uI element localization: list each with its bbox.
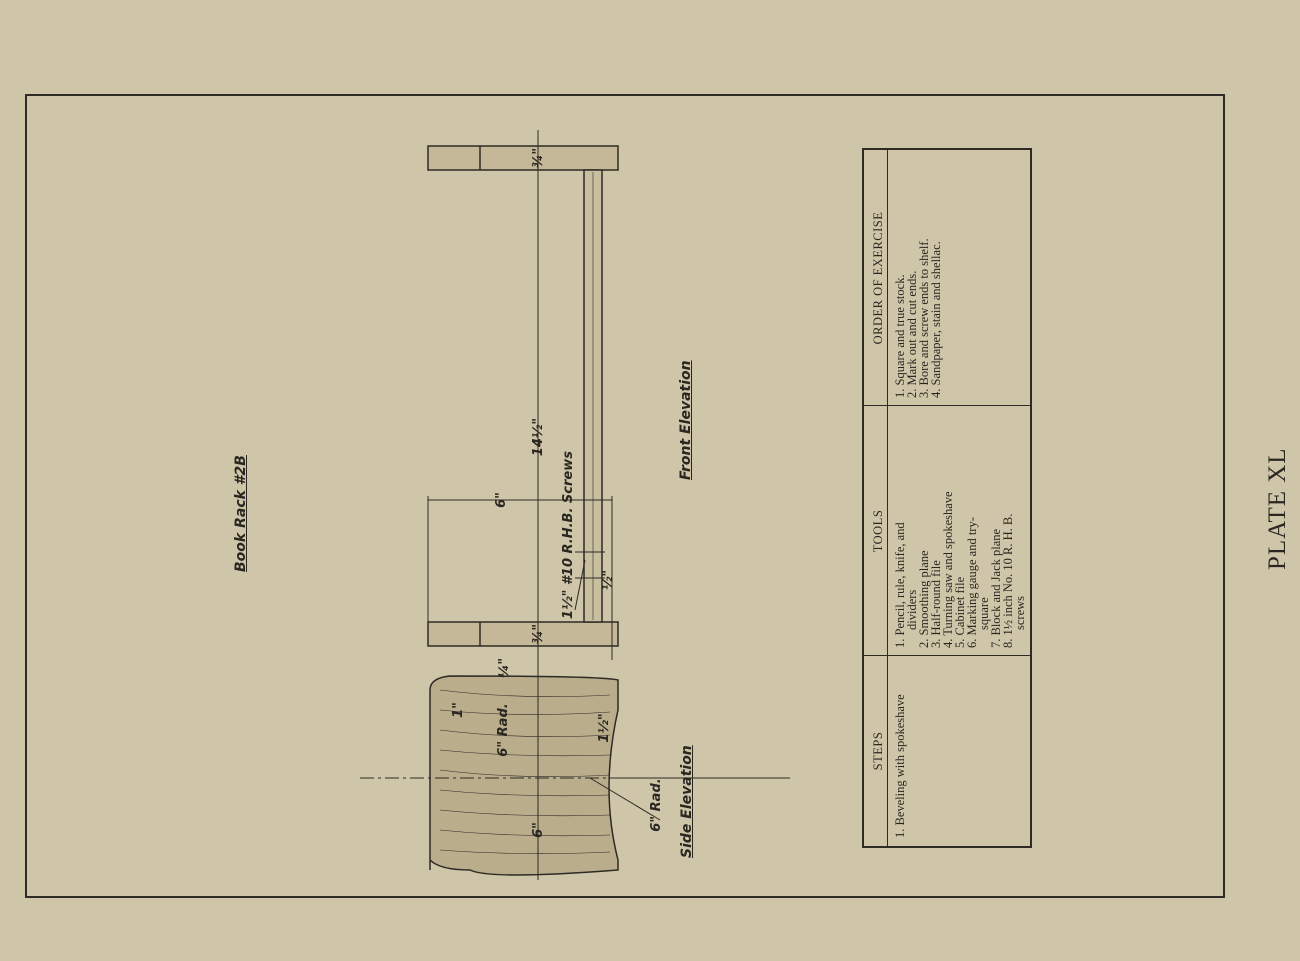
dim-side-radius-2: 6" Rad. xyxy=(649,778,664,831)
plate-label: PLATE XL xyxy=(1264,447,1291,570)
drawing-title: Book Rack #2B xyxy=(233,455,249,572)
drawing-frame xyxy=(25,94,1225,898)
dim-length: 14½" xyxy=(531,418,546,456)
instruction-table: STEPS 1. Beveling with spokeshave TOOLS … xyxy=(862,148,1032,848)
order-header: ORDER OF EXERCISE xyxy=(871,211,885,345)
dim-side-small-2: 1½" xyxy=(597,713,612,742)
steps-header: STEPS xyxy=(871,731,885,771)
dim-side-width: 6" xyxy=(531,822,546,838)
front-end-left xyxy=(427,621,619,647)
dim-side-radius-1: 6" Rad. xyxy=(496,703,511,756)
front-elevation-label: Front Elevation xyxy=(678,360,694,480)
tools-header: TOOLS xyxy=(871,509,885,553)
side-piece xyxy=(429,675,619,876)
order-item: 4. Sandpaper, stain and shellac. xyxy=(929,241,943,398)
screw-note: 1½" #10 R.H.B. Screws xyxy=(561,451,576,619)
dim-side-small-1: 1" xyxy=(451,702,466,718)
dim-side-offset: ¼" xyxy=(497,658,512,678)
dim-height: 6" xyxy=(494,492,509,508)
dim-end-left: ¾" xyxy=(531,624,546,644)
tools-item: screws xyxy=(1013,595,1027,630)
steps-item: 1. Beveling with spokeshave xyxy=(893,694,907,838)
steps-column: STEPS 1. Beveling with spokeshave xyxy=(864,655,1030,846)
order-column: ORDER OF EXERCISE 1. Square and true sto… xyxy=(864,150,1030,406)
front-end-right xyxy=(427,145,619,171)
dim-shelf: ½" xyxy=(601,570,616,590)
tools-column: TOOLS 1. Pencil, rule, knife, and divide… xyxy=(864,405,1030,656)
side-elevation-label: Side Elevation xyxy=(679,745,695,858)
dim-end-right: ¾" xyxy=(531,148,546,168)
